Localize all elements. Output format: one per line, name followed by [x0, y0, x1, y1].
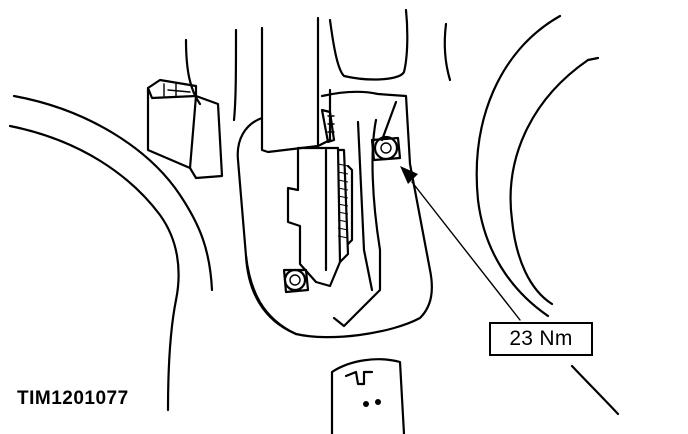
mounting-bracket: [236, 90, 433, 339]
lower-bolt: [282, 268, 310, 294]
right-trim-panel-inner: [509, 58, 590, 306]
lower-cover: [330, 358, 406, 434]
left-trim-panel-outline: [12, 94, 214, 292]
torque-leader-arrow: [400, 166, 521, 321]
right-trim-panel-outer: [475, 14, 562, 318]
connector-block: [146, 78, 224, 180]
upper-shroud: [328, 8, 409, 81]
upper-bolt: [370, 135, 402, 162]
torque-value: 23 Nm: [509, 327, 573, 350]
figure-identifier: TIM1201077: [17, 388, 129, 409]
left-trim-panel-inner: [8, 124, 180, 302]
steering-column: [260, 16, 332, 154]
torque-spec-label: 23 Nm: [489, 322, 593, 356]
mechanism-body: [286, 108, 354, 288]
